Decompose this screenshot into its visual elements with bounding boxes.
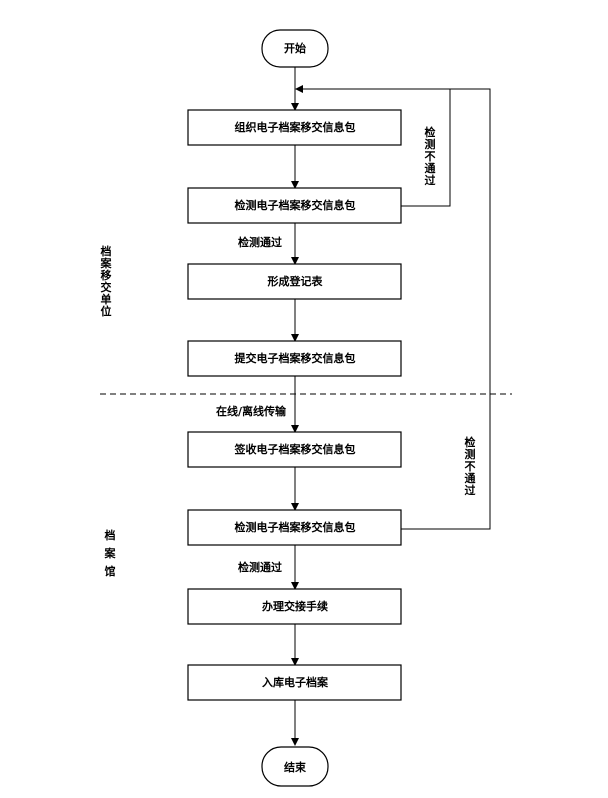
svg-text:馆: 馆 — [105, 564, 116, 578]
svg-text:位: 位 — [101, 304, 112, 318]
svg-text:过: 过 — [465, 483, 476, 497]
step-label: 组织电子档案移交信息包 — [235, 120, 356, 134]
edge-label-pass-2: 检测通过 — [238, 560, 282, 574]
end-label: 结束 — [283, 760, 307, 774]
step-label: 检测电子档案移交信息包 — [235, 520, 356, 534]
step-form-register: 形成登记表 — [187, 263, 402, 300]
region-label-transfer-unit: 档 案 移 交 单 位 — [100, 244, 113, 318]
edge-label-fail-2: 检 测 不 通 过 — [465, 435, 476, 497]
step-label: 形成登记表 — [268, 274, 324, 288]
edge-label-pass-1: 检测通过 — [238, 235, 282, 249]
step-organize-package: 组织电子档案移交信息包 — [187, 109, 402, 146]
svg-text:通: 通 — [465, 472, 476, 485]
step-receive-package: 签收电子档案移交信息包 — [187, 431, 402, 468]
svg-text:检: 检 — [465, 435, 476, 449]
svg-text:通: 通 — [425, 162, 436, 175]
svg-text:档: 档 — [105, 528, 116, 542]
edge-label-transfer: 在线/离线传输 — [216, 404, 287, 418]
step-label: 检测电子档案移交信息包 — [235, 198, 356, 212]
start-terminal: 开始 — [261, 29, 329, 68]
region-label-archive: 档 案 馆 — [104, 528, 117, 578]
svg-text:案: 案 — [100, 256, 113, 270]
svg-text:案: 案 — [104, 546, 117, 560]
step-label: 入库电子档案 — [262, 675, 329, 689]
step-check-package-1: 检测电子档案移交信息包 — [187, 187, 402, 224]
edge-label-fail-1: 检 测 不 通 过 — [425, 125, 436, 187]
svg-text:移: 移 — [101, 268, 112, 282]
svg-text:交: 交 — [101, 280, 112, 294]
step-store-archive: 入库电子档案 — [187, 664, 402, 701]
svg-text:过: 过 — [425, 173, 436, 187]
step-submit-package: 提交电子档案移交信息包 — [187, 340, 402, 377]
end-terminal: 结束 — [261, 746, 329, 787]
svg-text:单: 单 — [101, 292, 112, 306]
step-check-package-2: 检测电子档案移交信息包 — [187, 509, 402, 546]
svg-text:测: 测 — [465, 447, 476, 461]
svg-text:测: 测 — [425, 137, 436, 151]
feedback-loop-2 — [401, 88, 491, 530]
step-handover: 办理交接手续 — [187, 588, 402, 625]
start-label: 开始 — [284, 41, 306, 55]
svg-text:检: 检 — [425, 125, 436, 139]
feedback-loop-1 — [295, 85, 451, 207]
svg-text:档: 档 — [101, 244, 112, 258]
step-label: 签收电子档案移交信息包 — [234, 442, 356, 456]
step-label: 办理交接手续 — [262, 599, 328, 613]
step-label: 提交电子档案移交信息包 — [235, 351, 356, 365]
svg-text:不: 不 — [425, 150, 436, 163]
svg-text:不: 不 — [465, 460, 476, 473]
